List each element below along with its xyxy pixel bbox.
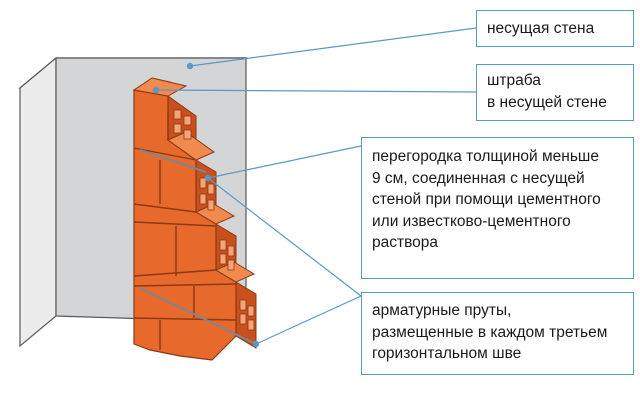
label-line: арматурные пруты, — [372, 302, 512, 319]
brick-partition — [132, 77, 257, 361]
leader-partition — [207, 145, 362, 179]
label-line: штраба — [487, 72, 541, 89]
label-partition: перегородка толщиной меньше 9 см, соедин… — [361, 137, 634, 279]
leader-chase — [155, 89, 477, 93]
leader-wall-dot — [186, 62, 194, 70]
label-line: стеной при помощи цементного — [372, 191, 601, 208]
brick-top-2 — [166, 131, 216, 161]
rebar-rods — [139, 149, 257, 345]
label-load-bearing-wall: несущая стена — [476, 10, 634, 47]
leader-rebar-dot — [252, 340, 260, 348]
label-rebar: арматурные пруты, размещенные в каждом т… — [361, 292, 634, 375]
leader-rebar-lower — [255, 295, 362, 345]
wall-side-face — [19, 56, 57, 348]
label-line: размещенные в каждом третьем — [372, 323, 608, 341]
brick-top-1 — [132, 77, 188, 97]
leader-chase-dot — [152, 86, 160, 94]
label-line: перегородка толщиной меньше — [372, 148, 599, 165]
label-line: раствора — [372, 234, 439, 251]
label-line: горизонтальном шве — [372, 345, 522, 362]
label-line: 9 см, соединенная с несущей — [372, 169, 585, 187]
label-line: в несущей стене — [487, 93, 607, 111]
leader-lines — [152, 27, 477, 348]
leader-wall — [189, 27, 477, 67]
label-line: несущая стена — [487, 20, 595, 37]
mortar-joints — [133, 112, 237, 350]
brick-holes — [173, 109, 255, 331]
leader-rebar-upper — [207, 177, 362, 297]
label-chase: штраба в несущей стене — [476, 64, 634, 121]
label-line: или известково-цементного — [372, 212, 571, 230]
